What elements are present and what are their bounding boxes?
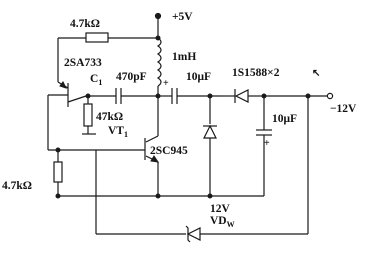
vt1-label: VT1: [108, 125, 128, 139]
supply-terminal: +5V: [154, 11, 193, 23]
diode-shunt: [203, 96, 217, 196]
zener-voltage-label: 12V: [210, 203, 231, 215]
q1-label: 2SA733: [64, 57, 102, 69]
transistor-q1: 2SA733: [48, 57, 102, 107]
q2-label: 2SC945: [150, 145, 188, 157]
diodes-series: 1S1588×2 ↖: [222, 67, 320, 103]
zener-name-label: VDW: [210, 215, 235, 229]
c1-value: 470pF: [116, 71, 147, 83]
supply-label: +5V: [172, 11, 193, 23]
resistor-top: 4.7kΩ: [58, 18, 158, 43]
output-cap-label: 10μF: [272, 113, 297, 125]
transistor-q2: 2SC945: [128, 96, 188, 196]
capacitor-coupling: + 10μF: [158, 71, 222, 104]
resistor-47k: 47kΩ VT1: [82, 96, 128, 139]
coupling-plus: +: [163, 78, 169, 89]
inductor-label: 1mH: [172, 51, 196, 63]
output-cap-plus: +: [264, 138, 270, 149]
capacitor-c1: C1 470pF: [90, 71, 158, 104]
resistor-bottom-label: 4.7kΩ: [2, 180, 32, 192]
c1-name: C1: [90, 73, 102, 87]
resistor-top-label: 4.7kΩ: [70, 18, 100, 30]
resistor-47k-label: 47kΩ: [96, 111, 123, 123]
diodes-label: 1S1588×2: [232, 67, 280, 79]
inductor: 1mH: [156, 37, 196, 87]
arrow-mark: ↖: [312, 68, 320, 79]
coupling-cap-label: 10μF: [186, 71, 211, 83]
output-terminal: −12V: [326, 92, 357, 115]
zener-diode: 12V VDW: [96, 203, 308, 243]
capacitor-output: 10μF +: [256, 96, 297, 196]
resistor-bottom: 4.7kΩ: [2, 150, 63, 196]
output-label: −12V: [330, 103, 357, 115]
